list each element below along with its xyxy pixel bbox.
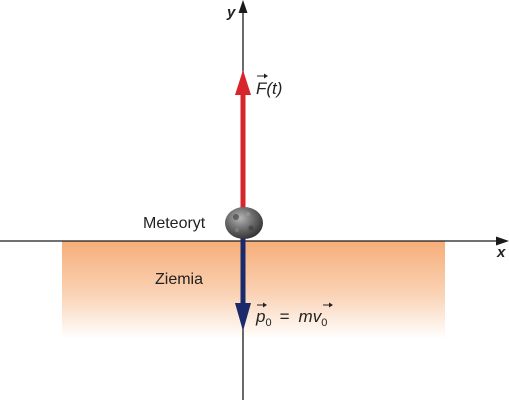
momentum-vector-arrowhead [235,303,251,331]
meteor [225,207,263,239]
momentum-vector [235,228,251,331]
momentum-vector-arrow-icon [257,302,267,308]
svg-text:p0=mv0: p0=mv0 [255,307,327,329]
equals-sign: = [280,307,290,326]
momentum-subscript: 0 [265,317,271,329]
velocity-symbol: v [313,307,323,326]
svg-text:F(t): F(t) [256,79,282,98]
force-vector [235,70,251,228]
force-symbol: F [256,79,268,98]
ground-label: Ziemia [155,271,203,288]
force-vector-arrow-icon [257,73,268,79]
y-axis-label: y [226,4,236,21]
x-axis-arrowhead [496,236,509,246]
velocity-subscript: 0 [321,317,327,329]
force-vector-arrowhead [235,70,251,95]
momentum-symbol: p [255,307,265,326]
x-axis [0,236,509,246]
ground-region [62,241,445,339]
force-label: F(t) [256,73,282,98]
y-axis-arrowhead [238,0,248,13]
meteor-label: Meteoryt [143,215,206,232]
mass-symbol: m [299,307,313,326]
x-axis-label: x [496,244,506,261]
velocity-vector-arrow-icon [323,302,333,308]
force-argument: (t) [266,79,282,98]
momentum-label: p0=mv0 [255,302,333,329]
